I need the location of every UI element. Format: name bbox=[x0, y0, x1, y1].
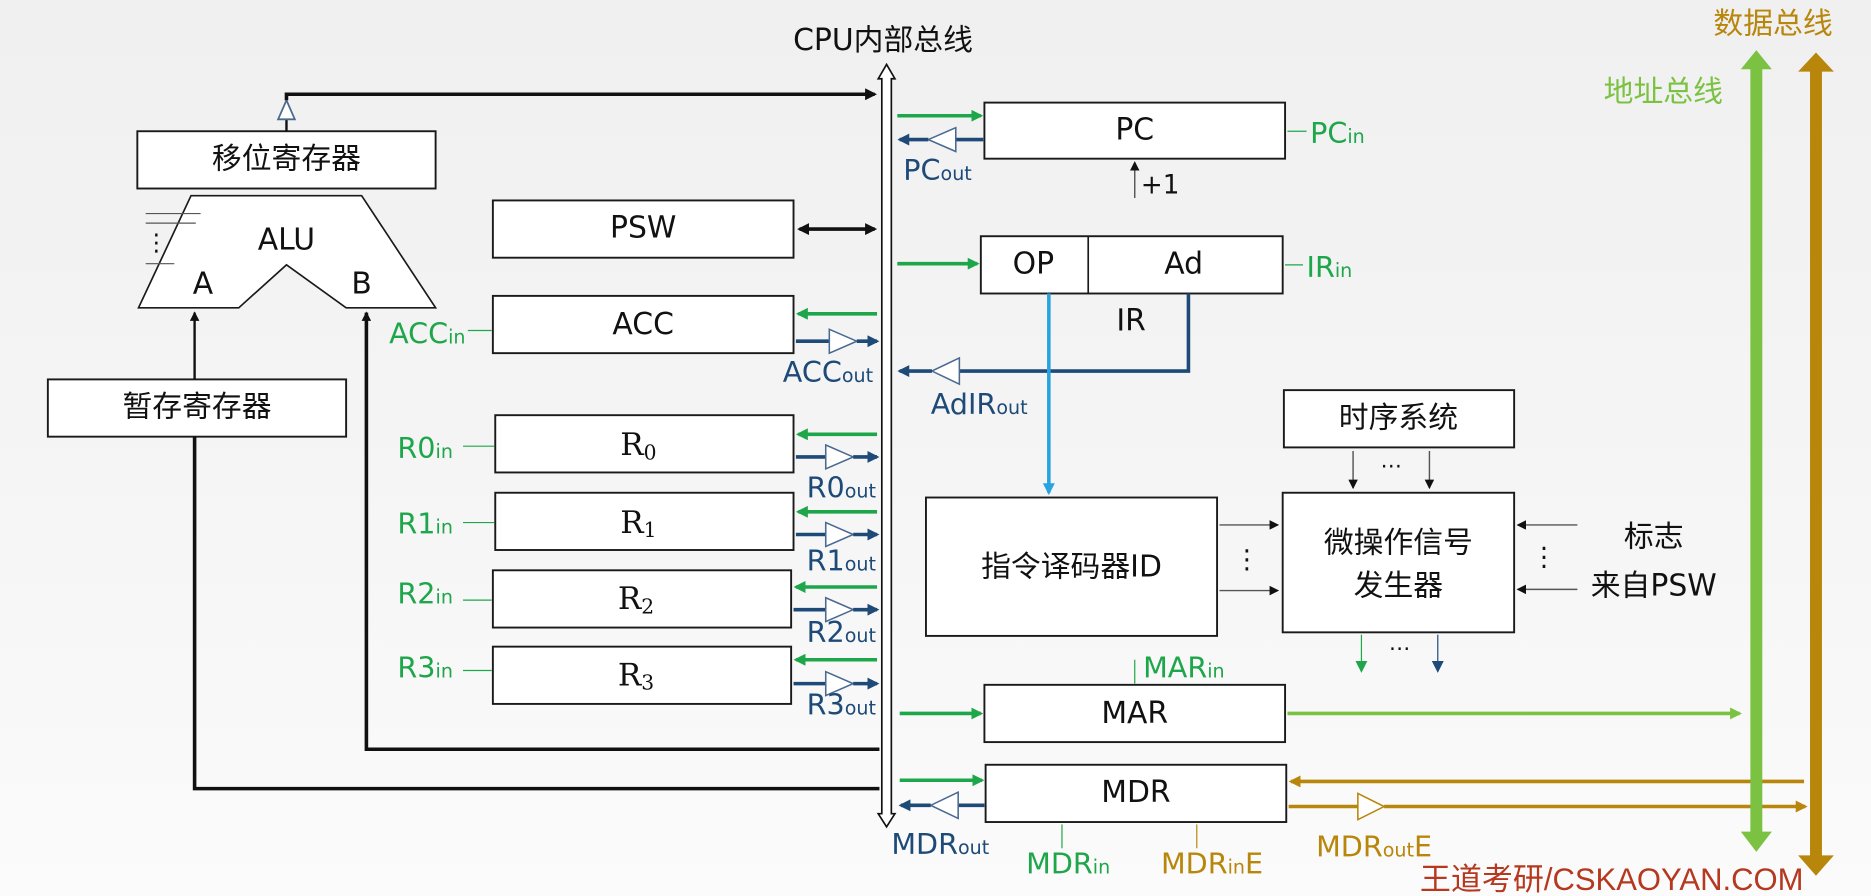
r0-out-signal: R0out bbox=[807, 471, 877, 505]
r3-out-gate-icon bbox=[824, 670, 856, 697]
acc-label: ACC bbox=[612, 307, 674, 342]
ir-ad-label: Ad bbox=[1164, 246, 1203, 281]
ir-label: IR bbox=[1116, 304, 1146, 339]
address-bus bbox=[1740, 50, 1772, 852]
acc-in-signal: ACCin bbox=[389, 317, 465, 351]
pc-in-signal: PCin bbox=[1310, 116, 1365, 150]
ir-in-signal: IRin bbox=[1307, 250, 1353, 284]
pc-out-gate-icon bbox=[926, 126, 957, 153]
pc-label: PC bbox=[1115, 113, 1154, 148]
shift-output-gate-icon bbox=[276, 97, 297, 121]
cpu-internal-bus bbox=[876, 62, 897, 829]
r0-box bbox=[494, 414, 795, 474]
r1-out-gate-icon bbox=[824, 521, 856, 548]
r1-box bbox=[494, 491, 795, 551]
bus-to-alu-b-line bbox=[361, 311, 880, 752]
psw-box bbox=[491, 199, 795, 259]
timing-system-box bbox=[1282, 389, 1516, 449]
adir-out-signal: AdIRout bbox=[931, 387, 1028, 421]
r2-out-gate-icon bbox=[824, 596, 856, 623]
mdr-out-gate-icon bbox=[928, 790, 959, 820]
flags-label-line1: 标志 bbox=[1624, 520, 1684, 555]
temp-register-box bbox=[46, 378, 348, 438]
alu-control-lines bbox=[145, 212, 201, 265]
pc-box bbox=[983, 101, 1287, 160]
adir-out-gate-icon bbox=[930, 356, 961, 386]
instruction-decoder-label: 指令译码器ID bbox=[981, 549, 1162, 584]
alu-control-vdots: ⋮ bbox=[144, 229, 168, 257]
address-bus-label: 地址总线 bbox=[1604, 74, 1723, 109]
timing-system-label: 时序系统 bbox=[1339, 400, 1458, 435]
alu-label: ALU bbox=[258, 223, 315, 258]
pc-out-signal: PCout bbox=[903, 153, 972, 187]
mdr-out-e-gate-icon bbox=[1357, 792, 1386, 821]
micro-op-generator-line1: 微操作信号 bbox=[1324, 526, 1473, 561]
shift-to-bus-line bbox=[284, 88, 878, 101]
alu-input-b-label: B bbox=[351, 267, 371, 302]
cpu-internal-bus-title: CPU内部总线 bbox=[793, 23, 973, 58]
shift-register-box bbox=[136, 130, 437, 190]
decoder-vdots: ⋮ bbox=[1234, 545, 1260, 575]
mdr-box bbox=[984, 763, 1288, 823]
shift-register-label: 移位寄存器 bbox=[212, 141, 361, 176]
flags-label-line2: 来自PSW bbox=[1591, 568, 1717, 603]
r1-label: R1 bbox=[620, 504, 656, 541]
r0-in-signal: R0in bbox=[397, 431, 453, 465]
pc-increment-label: +1 bbox=[1141, 170, 1180, 200]
r1-out-signal: R1out bbox=[807, 543, 877, 577]
alu-input-a-label: A bbox=[193, 267, 214, 302]
mdr-label: MDR bbox=[1101, 775, 1170, 810]
r3-box bbox=[491, 645, 793, 705]
alu-shape bbox=[137, 194, 438, 309]
r0-out-gate-icon bbox=[824, 443, 856, 471]
r2-label: R2 bbox=[618, 581, 654, 618]
acc-out-gate-icon bbox=[828, 328, 859, 355]
data-bus-label: 数据总线 bbox=[1713, 6, 1832, 41]
mdr-in-signal: MDRin bbox=[1026, 846, 1110, 880]
flags-vdots: ⋮ bbox=[1531, 543, 1557, 573]
mar-label: MAR bbox=[1101, 696, 1168, 731]
r3-label: R3 bbox=[618, 657, 654, 694]
micro-op-generator-box bbox=[1281, 491, 1516, 634]
r1-in-signal: R1in bbox=[397, 506, 453, 540]
r2-in-signal: R2in bbox=[397, 577, 453, 611]
r3-in-signal: R3in bbox=[397, 651, 453, 685]
mdr-out-signal: MDRout bbox=[891, 827, 989, 861]
watermark: 王道考研/CSKAOYAN.COM bbox=[1420, 862, 1804, 896]
r2-box bbox=[491, 569, 793, 629]
micro-op-generator-line2: 发生器 bbox=[1354, 568, 1443, 603]
instruction-decoder-box bbox=[925, 496, 1219, 637]
acc-box bbox=[491, 294, 795, 355]
r3-out-signal: R3out bbox=[807, 688, 877, 722]
mdr-out-e-signal: MDRoutE bbox=[1316, 830, 1432, 864]
temp-register-label: 暂存寄存器 bbox=[122, 390, 271, 425]
mar-in-signal: MARin bbox=[1143, 651, 1225, 685]
ir-box bbox=[979, 235, 1284, 295]
ir-op-label: OP bbox=[1013, 246, 1054, 281]
psw-label: PSW bbox=[610, 211, 676, 246]
mar-box bbox=[983, 683, 1287, 744]
acc-out-signal: ACCout bbox=[783, 355, 874, 389]
r2-out-signal: R2out bbox=[807, 615, 877, 649]
bus-to-temp-line bbox=[192, 436, 880, 791]
mdr-in-e-signal: MDRinE bbox=[1161, 846, 1263, 880]
r0-label: R0 bbox=[620, 427, 656, 464]
control-output-ellipsis: … bbox=[1389, 631, 1410, 656]
data-bus bbox=[1798, 52, 1834, 876]
timing-ellipsis: … bbox=[1381, 449, 1402, 474]
